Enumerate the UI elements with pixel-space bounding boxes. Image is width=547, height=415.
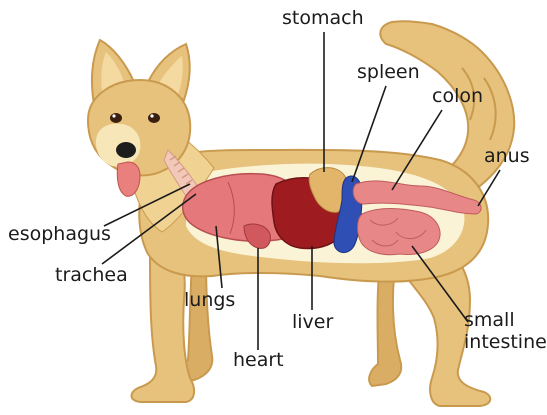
dog-tongue bbox=[117, 162, 140, 196]
label-small-intestine-line1: small bbox=[464, 310, 515, 330]
dog-nose bbox=[116, 142, 136, 158]
label-stomach: stomach bbox=[282, 8, 364, 28]
label-anus: anus bbox=[484, 146, 530, 166]
dog-eye-right bbox=[148, 113, 160, 123]
label-esophagus: esophagus bbox=[8, 224, 111, 244]
label-heart: heart bbox=[233, 350, 284, 370]
label-trachea: trachea bbox=[55, 265, 128, 285]
label-spleen: spleen bbox=[357, 62, 420, 82]
label-colon: colon bbox=[432, 86, 483, 106]
label-lungs: lungs bbox=[184, 290, 235, 310]
label-liver: liver bbox=[292, 312, 333, 332]
label-small-intestine-line2: intestine bbox=[464, 332, 547, 352]
dog-eye-left bbox=[110, 113, 122, 123]
small-intestine-organ bbox=[358, 209, 440, 255]
